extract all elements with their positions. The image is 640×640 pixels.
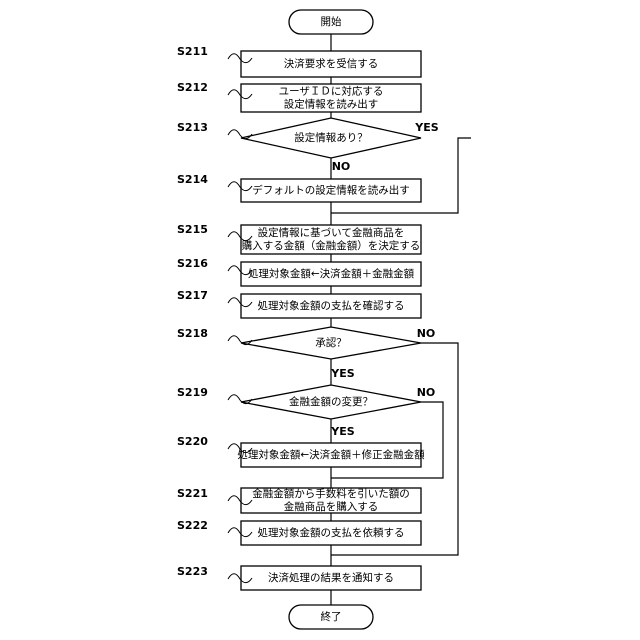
- start-terminal-label: 開始: [321, 15, 342, 28]
- step-text-s212: 設定情報を読み出す: [284, 98, 379, 111]
- step-id-s220: S220: [177, 435, 208, 448]
- step-id-s219: S219: [177, 386, 208, 399]
- step-id-s214: S214: [177, 173, 208, 186]
- step-id-s211: S211: [177, 45, 208, 58]
- step-id-s215: S215: [177, 223, 208, 236]
- step-text-s222: 処理対象金額の支払を依頼する: [258, 526, 405, 539]
- decision-text-s219: 金融金額の変更？: [289, 395, 373, 408]
- step-text-s221: 金融金額から手数料を引いた額の: [252, 487, 410, 500]
- step-leader-line: [228, 336, 252, 345]
- yes-label-s218: YES: [330, 367, 354, 380]
- step-id-s212: S212: [177, 81, 208, 94]
- step-text-s223: 決済処理の結果を通知する: [268, 571, 394, 584]
- connectors: [331, 34, 471, 605]
- step-text-s212: ユーザＩＤに対応する: [279, 85, 384, 98]
- step-id-s213: S213: [177, 121, 208, 134]
- step-text-s216: 処理対象金額←決済金額＋金融金額: [248, 267, 415, 280]
- step-id-s222: S222: [177, 519, 208, 532]
- yes-label-s219: YES: [330, 425, 354, 438]
- step-id-s223: S223: [177, 565, 208, 578]
- step-text-s221: 金融商品を購入する: [284, 500, 379, 513]
- step-text-s220: 処理対象金額←決済金額＋修正金融金額: [237, 448, 425, 461]
- no-label-s219: NO: [417, 386, 436, 399]
- step-id-s218: S218: [177, 327, 208, 340]
- step-text-s217: 処理対象金額の支払を確認する: [258, 299, 405, 312]
- step-text-s215: 設定情報に基づいて金融商品を: [258, 226, 405, 239]
- step-id-s221: S221: [177, 487, 208, 500]
- yes-label-s213: YES: [414, 121, 438, 134]
- step-text-s215: 購入する金額（金融金額）を決定する: [242, 239, 421, 252]
- step-id-s216: S216: [177, 257, 208, 270]
- step-text-s214: デフォルトの設定情報を読み出す: [252, 184, 410, 197]
- step-leader-line: [228, 130, 252, 139]
- end-terminal-label: 終了: [321, 610, 342, 623]
- no-label-s218: NO: [417, 327, 436, 340]
- step-id-s217: S217: [177, 289, 208, 302]
- no-label-s213: NO: [332, 160, 351, 173]
- step-text-s211: 決済要求を受信する: [284, 57, 379, 70]
- step-leader-line: [228, 395, 252, 404]
- decision-text-s213: 設定情報あり？: [294, 131, 368, 144]
- decision-text-s218: 承認？: [315, 336, 347, 349]
